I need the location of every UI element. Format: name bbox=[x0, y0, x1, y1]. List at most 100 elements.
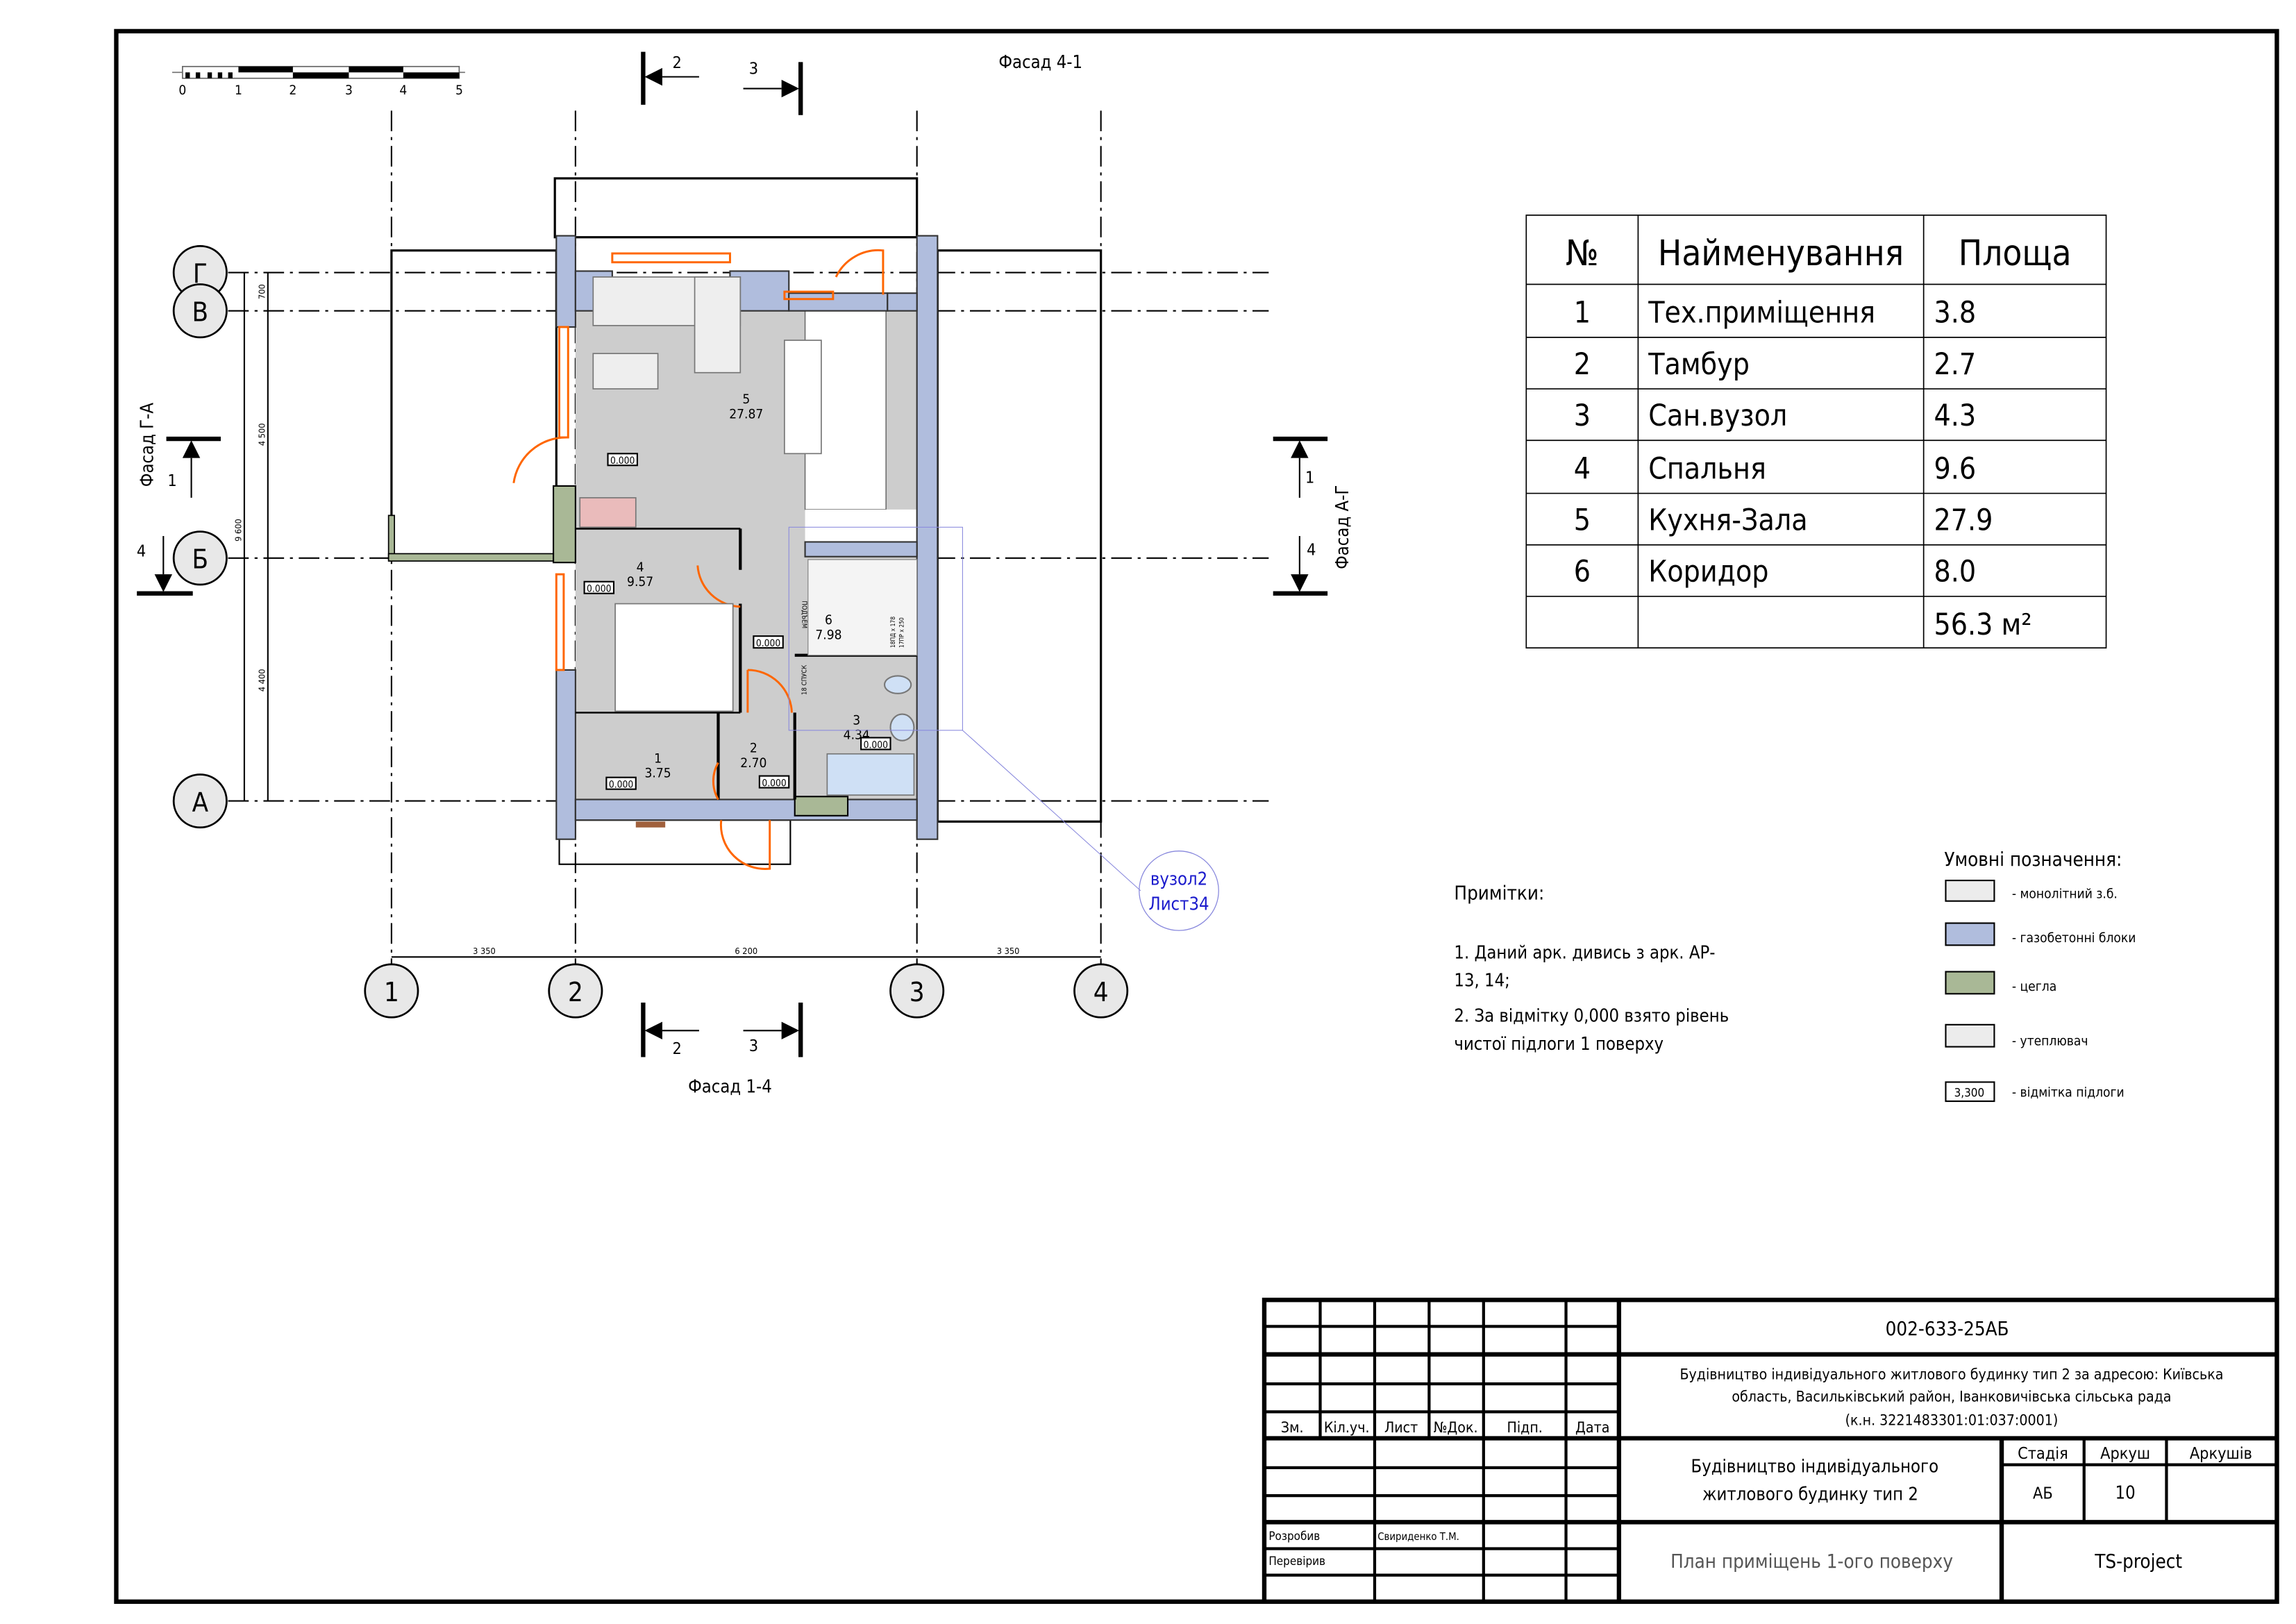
note-line: 1. Даний арк. дивись з арк. АР- bbox=[1454, 941, 1715, 962]
cell-name: Сан.вузол bbox=[1648, 399, 1787, 433]
node-reference[interactable]: вузол2 Лист34 bbox=[788, 526, 1219, 931]
legend: Умовні позначення: - монолітний з.б. - г… bbox=[1944, 848, 2136, 1103]
title-block: 002-633-25АБ Будівництво індивідуального… bbox=[1262, 1298, 2279, 1604]
scale-bar: 0 1 2 3 4 5 bbox=[172, 65, 465, 98]
checked-label: Перевірив bbox=[1268, 1554, 1325, 1568]
axis-label: А bbox=[192, 787, 209, 817]
cell-name: Тех.приміщення bbox=[1648, 296, 1875, 330]
section-number: 1 bbox=[167, 471, 176, 490]
level-tags: 0.000 0.000 0.000 0.000 0.000 0.000 bbox=[583, 453, 891, 791]
scale-tick: 5 bbox=[455, 83, 463, 98]
section-number: 2 bbox=[672, 53, 681, 72]
room-area: 9.57 bbox=[627, 574, 653, 589]
level-tag: 0.000 bbox=[610, 455, 635, 467]
room-number: 1 bbox=[654, 751, 662, 766]
section-number: 4 bbox=[1307, 541, 1316, 560]
cell-name: Кухня-Зала bbox=[1648, 503, 1807, 537]
table-row: 4 Спальня 9.6 bbox=[1574, 451, 1976, 485]
facade-label-right: Фасад А-Г bbox=[1332, 485, 1352, 569]
table-header: Площа bbox=[1959, 233, 2072, 274]
room-labels: 5 27.87 4 9.57 6 7.98 3 4.34 2 2.70 1 3.… bbox=[627, 392, 870, 780]
axis-label: Б bbox=[192, 544, 209, 575]
dimension-label: 3 350 bbox=[473, 946, 496, 956]
sheet-title: План приміщень 1-ого поверху bbox=[1670, 1550, 1953, 1573]
cell-num: 4 bbox=[1574, 451, 1591, 485]
scale-tick: 1 bbox=[235, 83, 242, 98]
room-number: 6 bbox=[825, 612, 832, 628]
section-number: 4 bbox=[137, 542, 146, 561]
legend-title: Умовні позначення: bbox=[1944, 848, 2122, 871]
room-area: 3.75 bbox=[644, 766, 671, 781]
cell-name: Спальня bbox=[1648, 451, 1766, 485]
dimension-label: 4 500 bbox=[257, 423, 267, 446]
room-number: 5 bbox=[742, 392, 750, 407]
col-header: Підп. bbox=[1507, 1418, 1543, 1436]
brick-column bbox=[553, 485, 576, 564]
legend-swatch-brick bbox=[1945, 971, 1995, 995]
stair-spec: 18ПД х 178 bbox=[889, 617, 896, 648]
level-tag: 0.000 bbox=[762, 778, 787, 789]
scale-tick: 0 bbox=[178, 83, 186, 98]
stair-down-label: 18 СПУСК bbox=[801, 665, 809, 695]
table-row: 3 Сан.вузол 4.3 bbox=[1574, 399, 1976, 433]
scale-tick: 3 bbox=[345, 83, 353, 98]
room-area: 2.70 bbox=[740, 755, 766, 771]
section-number: 3 bbox=[749, 59, 758, 78]
legend-label: - утеплювач bbox=[2012, 1033, 2088, 1048]
facade-label-left: Фасад Г-А bbox=[136, 403, 157, 487]
sheets-header: Аркушів bbox=[2190, 1444, 2252, 1463]
legend-label: - монолітний з.б. bbox=[2012, 887, 2118, 902]
section-number: 1 bbox=[1305, 469, 1314, 487]
note-line: чистої підлоги 1 поверху bbox=[1454, 1033, 1664, 1054]
sheet-frame bbox=[114, 28, 2279, 1604]
axis-label: 3 bbox=[910, 977, 925, 1007]
table-row: 2 Тамбур 2.7 bbox=[1574, 347, 1976, 381]
room-number: 2 bbox=[750, 741, 757, 756]
legend-swatch-aerated-block bbox=[1945, 922, 1995, 946]
section-markers: 2 3 Фасад 4-1 2 3 Фасад 1-4 1 4 Фасад Г-… bbox=[136, 51, 1352, 1096]
notes: Примітки: 1. Даний арк. дивись з арк. АР… bbox=[1454, 882, 1729, 1054]
address-line: область, Васильківський район, Іванкович… bbox=[1732, 1388, 2171, 1405]
cell-area: 2.7 bbox=[1934, 347, 1977, 381]
dimension-label: 9 600 bbox=[233, 519, 244, 542]
room-table: № Найменування Площа 1 Тех.приміщення 3.… bbox=[1525, 215, 2107, 648]
legend-level-sample bbox=[1945, 1081, 1995, 1103]
stage-value: АБ bbox=[2033, 1484, 2053, 1502]
table-row: 5 Кухня-Зала 27.9 bbox=[1574, 503, 1993, 537]
stair-up-label: ПОДЪЕМ bbox=[800, 601, 807, 628]
axis-bubbles: Г В Б А 1 2 3 4 bbox=[172, 245, 1129, 1019]
dimension-label: 3 350 bbox=[997, 946, 1020, 956]
axis-label: 4 bbox=[1093, 977, 1109, 1007]
cell-name: Тамбур bbox=[1648, 347, 1750, 381]
table-header: № bbox=[1566, 233, 1599, 274]
project-line: Будівництво індивідуального bbox=[1691, 1455, 1939, 1476]
sheet-value: 10 bbox=[2115, 1482, 2136, 1502]
stage-header: Стадія bbox=[2018, 1444, 2068, 1463]
legend-swatch-insulation bbox=[1945, 1023, 1995, 1048]
notes-title: Примітки: bbox=[1454, 882, 1544, 905]
level-tag: 0.000 bbox=[609, 780, 634, 791]
cell-area: 27.9 bbox=[1934, 503, 1993, 537]
cell-area: 3.8 bbox=[1934, 296, 1977, 330]
cell-name: Коридор bbox=[1648, 555, 1768, 589]
axis-label: 1 bbox=[384, 977, 399, 1007]
col-header: №Док. bbox=[1434, 1418, 1478, 1436]
dimension-label: 6 200 bbox=[735, 946, 757, 956]
terrace-left bbox=[390, 249, 558, 561]
cell-area: 4.3 bbox=[1934, 399, 1977, 433]
note-line: 13, 14; bbox=[1454, 970, 1509, 991]
col-header: Кіл.уч. bbox=[1324, 1418, 1370, 1436]
staircase bbox=[807, 559, 918, 656]
level-tag: 0.000 bbox=[864, 739, 889, 751]
section-number: 2 bbox=[672, 1039, 681, 1058]
dimension-label: 4 400 bbox=[257, 669, 267, 692]
company-name: TS-project bbox=[2094, 1550, 2182, 1573]
terrace-right bbox=[936, 249, 1103, 823]
table-total: 56.3 м² bbox=[1934, 608, 2032, 642]
table-header: Найменування bbox=[1658, 233, 1904, 274]
project-line: житлового будинку тип 2 bbox=[1702, 1484, 1918, 1505]
legend-swatch-concrete bbox=[1945, 880, 1995, 902]
stair-spec: 17ПР х 250 bbox=[898, 617, 905, 648]
table-row: 6 Коридор 8.0 bbox=[1574, 555, 1976, 589]
address-line: (к.н. 3221483301:01:037:0001) bbox=[1845, 1411, 2059, 1428]
